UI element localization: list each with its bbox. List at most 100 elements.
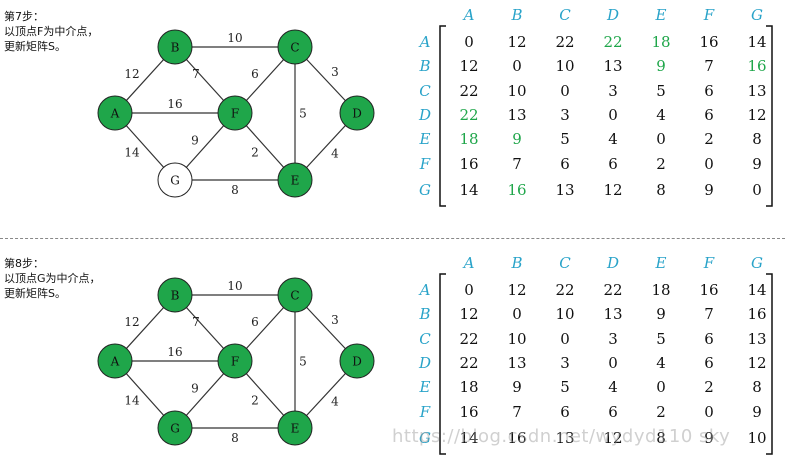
column-header: C bbox=[559, 6, 571, 24]
matrix-cell: 13 bbox=[747, 330, 766, 348]
matrix-cell: 22 bbox=[555, 33, 574, 51]
matrix-cell: 2 bbox=[704, 378, 714, 396]
matrix-cell: 16 bbox=[699, 33, 718, 51]
matrix-cell: 0 bbox=[704, 403, 714, 421]
column-header: B bbox=[510, 6, 522, 24]
edge-weight: 6 bbox=[251, 67, 259, 81]
node-d bbox=[339, 343, 375, 379]
matrix-cell: 10 bbox=[555, 57, 574, 75]
matrix-cell: 5 bbox=[656, 330, 666, 348]
matrix-cell: 12 bbox=[507, 33, 526, 51]
watermark-suffix: sky bbox=[699, 426, 731, 447]
matrix-cell: 12 bbox=[459, 57, 478, 75]
node-label: C bbox=[290, 41, 299, 55]
matrix-cell: 9 bbox=[752, 403, 762, 421]
node-e bbox=[277, 162, 313, 198]
node-b bbox=[157, 277, 193, 313]
matrix-cell: 13 bbox=[507, 354, 526, 372]
row-header: G bbox=[419, 429, 431, 447]
node-label: B bbox=[171, 41, 180, 55]
matrix-cell: 16 bbox=[747, 305, 766, 323]
node-label: F bbox=[231, 107, 239, 121]
node-label: C bbox=[290, 289, 299, 303]
edge-weight: 16 bbox=[167, 97, 182, 111]
matrix-cell: 12 bbox=[507, 281, 526, 299]
node-a bbox=[97, 343, 133, 379]
matrix-cell: 12 bbox=[459, 305, 478, 323]
matrix-cell: 8 bbox=[656, 429, 666, 447]
row-header: C bbox=[419, 330, 431, 348]
matrix-cell: 8 bbox=[752, 130, 762, 148]
matrix-cell: 4 bbox=[656, 354, 666, 372]
matrix-cell: 4 bbox=[656, 106, 666, 124]
node-label: G bbox=[170, 174, 180, 188]
matrix-cell: 10 bbox=[555, 305, 574, 323]
edge-weight: 12 bbox=[124, 67, 139, 81]
node-label: D bbox=[352, 107, 362, 121]
matrix-cell: 22 bbox=[459, 330, 478, 348]
matrix-cell: 5 bbox=[560, 378, 570, 396]
matrix-cell: 10 bbox=[747, 429, 766, 447]
matrix-cell: 16 bbox=[459, 403, 478, 421]
matrix-cell: 0 bbox=[512, 57, 522, 75]
matrix-cell: 6 bbox=[560, 403, 570, 421]
edge-weight: 6 bbox=[251, 315, 259, 329]
column-header: F bbox=[703, 254, 715, 272]
node-f bbox=[217, 95, 253, 131]
row-header: E bbox=[419, 378, 431, 396]
node-d bbox=[339, 95, 375, 131]
edge-weight: 9 bbox=[191, 382, 199, 396]
column-header: A bbox=[462, 6, 475, 24]
dashed-divider bbox=[0, 238, 785, 239]
edge-weight: 10 bbox=[227, 31, 242, 45]
edge-weight: 8 bbox=[231, 431, 239, 445]
matrix-cell: 2 bbox=[656, 155, 666, 173]
node-label: D bbox=[352, 355, 362, 369]
edge-weight: 9 bbox=[191, 134, 199, 148]
matrix-cell: 8 bbox=[752, 378, 762, 396]
node-c bbox=[277, 29, 313, 65]
matrix-cell: 12 bbox=[747, 106, 766, 124]
edge-weight: 10 bbox=[227, 279, 242, 293]
matrix-cell: 6 bbox=[560, 155, 570, 173]
matrix-cell: 13 bbox=[507, 106, 526, 124]
edge-weight: 5 bbox=[299, 355, 307, 369]
matrix-cell: 9 bbox=[656, 57, 666, 75]
matrix-cell: 9 bbox=[704, 181, 714, 199]
node-g bbox=[157, 410, 193, 446]
matrix-cell: 13 bbox=[555, 181, 574, 199]
edge-weight: 4 bbox=[331, 395, 339, 409]
row-header: D bbox=[418, 106, 431, 124]
matrix-cell: 5 bbox=[560, 130, 570, 148]
edge-weight: 2 bbox=[251, 394, 259, 408]
matrix-cell: 9 bbox=[512, 130, 522, 148]
node-label: E bbox=[291, 422, 300, 436]
matrix-cell: 22 bbox=[459, 354, 478, 372]
row-header: F bbox=[419, 403, 431, 421]
matrix-cell: 6 bbox=[704, 106, 714, 124]
matrix-cell: 12 bbox=[603, 429, 622, 447]
matrix-cell: 14 bbox=[459, 429, 478, 447]
matrix-cell: 9 bbox=[752, 155, 762, 173]
matrix-cell: 13 bbox=[555, 429, 574, 447]
matrix-cell: 14 bbox=[459, 181, 478, 199]
matrix-cell: 9 bbox=[656, 305, 666, 323]
node-a bbox=[97, 95, 133, 131]
matrix-cell: 0 bbox=[608, 106, 618, 124]
matrix-cell: 6 bbox=[704, 82, 714, 100]
matrix-cell: 16 bbox=[459, 155, 478, 173]
row-header: E bbox=[419, 130, 431, 148]
matrix-cell: 12 bbox=[747, 354, 766, 372]
row-header: C bbox=[419, 82, 431, 100]
column-header: E bbox=[655, 6, 667, 24]
matrix-cell: 16 bbox=[507, 181, 526, 199]
column-header: A bbox=[462, 254, 475, 272]
step-7-label: 第7步： 以顶点F为中介点， 更新矩阵S。 bbox=[4, 10, 99, 53]
matrix-cell: 18 bbox=[651, 33, 670, 51]
matrix-cell: 8 bbox=[656, 181, 666, 199]
matrix-cell: 0 bbox=[704, 155, 714, 173]
row-header: D bbox=[418, 354, 431, 372]
column-header: E bbox=[655, 254, 667, 272]
